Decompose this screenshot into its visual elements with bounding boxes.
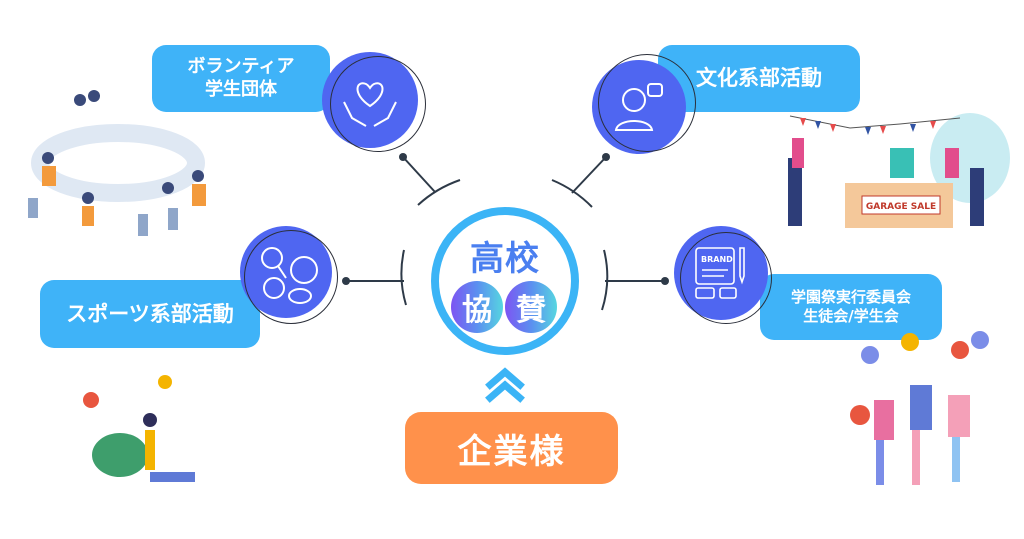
garage-sale-illustration: GARAGE SALE [788, 113, 1010, 228]
volunteer-label: ボランティア 学生団体 [152, 45, 330, 112]
line-culture [571, 156, 607, 194]
arc-top-right [551, 179, 593, 208]
hub-bubble-kyo: 協 [451, 281, 503, 333]
festival-line2: 生徒会/学生会 [803, 307, 899, 325]
dot-culture [602, 153, 610, 161]
festival-line1: 学園祭実行委員会 [790, 288, 911, 307]
festival-ring [680, 232, 772, 324]
volunteer-line1: ボランティア [187, 56, 295, 77]
dot-sports [342, 277, 350, 285]
celebrating-students-illustration [850, 331, 989, 485]
culture-label: 文化系部活動 [658, 45, 860, 112]
arc-left [400, 249, 407, 306]
culture-ring [598, 54, 696, 152]
double-chevron-up-icon [485, 367, 525, 403]
hub-title: 高校 [470, 239, 540, 279]
line-volunteer [402, 156, 436, 193]
meeting-table-illustration [28, 90, 206, 236]
sports-label: スポーツ系部活動 [40, 280, 260, 348]
arc-top-left [417, 179, 461, 206]
festival-label: 学園祭実行委員会 生徒会/学生会 [760, 274, 942, 340]
sports-ring [244, 230, 338, 324]
sports-activities-illustration [83, 375, 195, 482]
volunteer-line2: 学生団体 [205, 78, 277, 100]
culture-text: 文化系部活動 [696, 66, 822, 91]
sports-text: スポーツ系部活動 [66, 301, 234, 326]
hub-bubble-san: 賛 [505, 281, 557, 333]
garage-sale-sign: GARAGE SALE [866, 202, 936, 212]
company-box: 企業様 [405, 412, 618, 484]
school-sponsorship-hub: 高校 協 賛 [431, 207, 579, 355]
volunteer-ring [330, 56, 426, 152]
dot-volunteer [399, 153, 407, 161]
dot-festival [661, 277, 669, 285]
